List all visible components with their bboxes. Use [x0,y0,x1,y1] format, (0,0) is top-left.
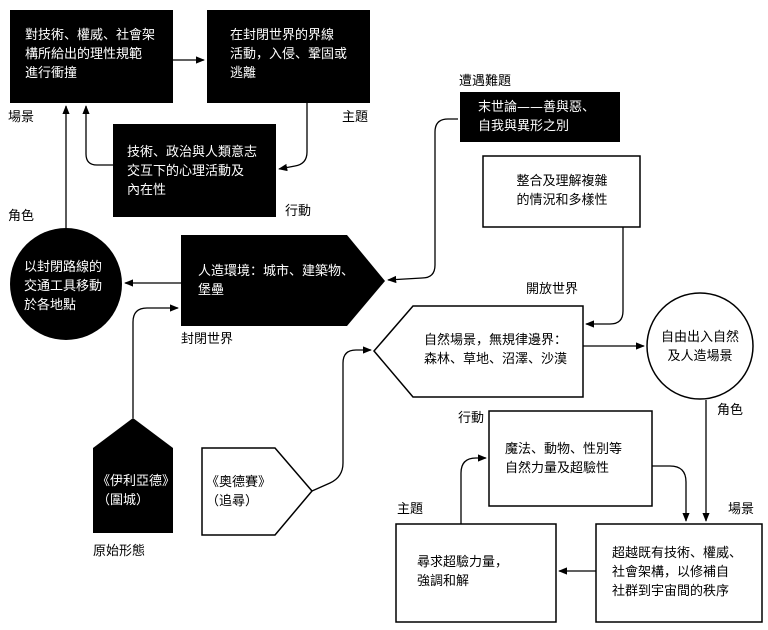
label-open-world: 開放世界 [526,282,579,297]
node-odyssey [201,447,313,536]
node-seek-power-text: 尋求超驗力量， 強調和解 [417,555,509,589]
node-iliad [93,418,173,533]
edge-activity-to-psych [278,103,308,172]
edge-integrate-to-natural [585,227,624,328]
node-psych-activity [113,124,276,217]
edge-apocalypse-to-env [387,118,458,284]
label-action-bottom: 行動 [458,411,485,426]
node-rational-norms [10,10,173,103]
node-odyssey-text: 《奧德賽》 （追尋） [206,475,272,509]
node-apocalypse [460,92,620,142]
label-prototype: 原始形態 [93,544,146,559]
label-scene-right: 場景 [728,502,755,517]
label-scene-left: 場景 [8,110,35,125]
node-magic [488,410,653,507]
node-psych-activity-text: 技術、政治與人類意志 交互下的心理活動及 內在性 [127,145,258,198]
node-free-access-text: 自由出入自然 及人造場景 [660,330,739,364]
node-natural-scene-text: 自然場景，無規律邊界： 森林、草地、沼澤、沙漠 [424,333,568,367]
node-rational-norms-text: 對技術、權威、社會架 構所給出的理性規範 進行衝撞 [25,28,156,81]
edge-odyssey-to-natural [311,346,372,492]
node-magic-text: 魔法、動物、性別等 自然力量及超驗性 [505,442,623,476]
label-theme-top: 主題 [342,110,369,125]
label-role-right: 角色 [717,403,744,418]
label-action-top: 行動 [285,204,312,219]
node-free-access [646,292,754,400]
node-closed-world-activity [207,10,370,103]
label-theme-bottom: 主題 [397,502,424,517]
edge-seek-to-magic [460,454,487,524]
node-natural-scene [373,305,584,398]
node-integrate [482,155,641,228]
node-artificial-env-text: 人造環境：城市、建築物、 堡壘 [198,264,355,298]
edge-magic-to-transcend [652,465,690,522]
edge-psych-to-norms [82,105,113,166]
node-apocalypse-text: 末世論——善與惡、 自我與異形之別 [478,100,596,134]
node-iliad-text: 《伊利亞德》 （圍城） [97,474,176,508]
node-transport [10,228,122,340]
node-transcend [595,523,763,623]
node-integrate-text: 整合及理解複雜 的情況和多樣性 [516,174,608,208]
edge-iliad-to-env [132,304,179,418]
node-artificial-env [181,235,385,326]
label-role-left: 角色 [8,209,35,224]
label-encounter: 遭遇難題 [459,74,512,89]
node-transport-text: 以封閉路線的 交通工具移動 於各地點 [24,260,103,313]
node-closed-world-activity-text: 在封閉世界的界線 活動，入侵、鞏固或 逃離 [230,28,348,81]
node-seek-power [395,523,557,623]
node-transcend-text: 超越既有技術、權威、 社會架構，以修補自 社群到宇宙間的秩序 [612,546,743,599]
label-closed-world: 封閉世界 [181,332,234,347]
